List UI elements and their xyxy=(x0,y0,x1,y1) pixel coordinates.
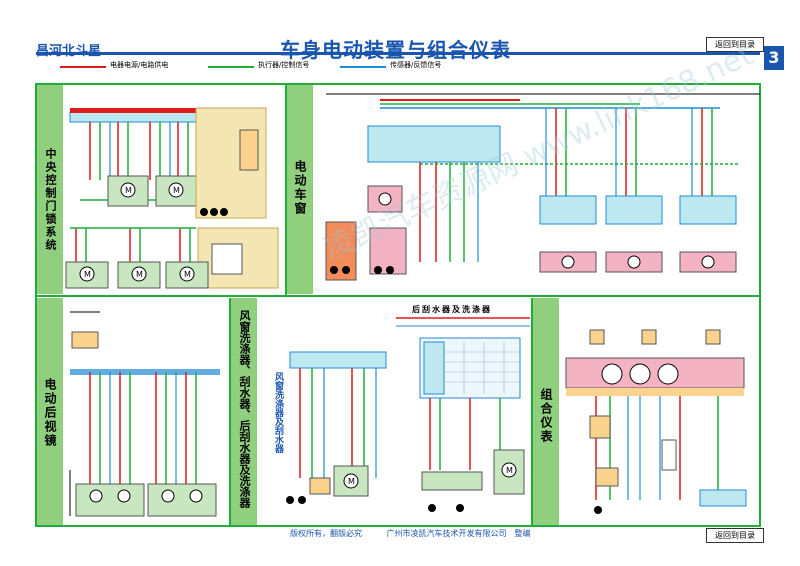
section-label-door-lock: 中央控制门锁系统 xyxy=(44,148,57,252)
section-label-rear-wiper: 后刮水器及洗涤器 xyxy=(412,305,492,314)
section-label-wiper: 风窗洗涤器、刮水器、后刮水器及洗涤器 xyxy=(238,310,251,508)
power-window-side-panel xyxy=(286,84,313,294)
copyright-notice: 版权所有，翻版必究 xyxy=(290,529,362,538)
section-label-mirror: 电动后视镜 xyxy=(43,378,57,448)
section-label-power-window: 电动车窗 xyxy=(293,160,307,216)
door-lock-side-panel xyxy=(36,84,63,294)
legend-label-sensor: 传感器/反馈信号 xyxy=(390,61,442,69)
legend-line-sensor xyxy=(340,66,386,68)
svg-text:M: M xyxy=(506,466,513,475)
legend-label-control: 执行器/控制信号 xyxy=(258,61,310,69)
section-label-cluster: 组合仪表 xyxy=(539,388,553,444)
power-window-circuit xyxy=(325,93,760,281)
back-to-toc-button-bottom[interactable]: 返回到目录 xyxy=(706,528,764,543)
svg-text:M: M xyxy=(348,477,355,486)
cluster-circuit xyxy=(565,329,747,514)
legend-line-control xyxy=(208,66,254,68)
page-title: 车身电动装置与组合仪表 xyxy=(280,38,511,62)
svg-text:M: M xyxy=(184,270,191,279)
svg-text:M: M xyxy=(136,270,143,279)
svg-text:M: M xyxy=(173,186,180,195)
wiper-circuit: M M xyxy=(286,317,530,512)
brand-title: 昌河北斗星 xyxy=(36,40,101,59)
page-number-tab: 3 xyxy=(764,46,784,70)
wire-legend: 电器电源/电路供电 执行器/控制信号 传感器/反馈信号 xyxy=(60,60,480,74)
svg-text:M: M xyxy=(84,270,91,279)
svg-text:M: M xyxy=(125,186,132,195)
section-label-wiper-inner: 风窗洗涤器及刮水器 xyxy=(273,372,283,453)
back-to-toc-button[interactable]: 返回到目录 xyxy=(706,37,764,52)
company-credit: 广州市凌凯汽车技术开发有限公司 整编 xyxy=(386,529,531,538)
legend-label-power: 电器电源/电路供电 xyxy=(110,61,169,69)
legend-line-power xyxy=(60,66,106,68)
footer: 版权所有，翻版必究 广州市凌凯汽车技术开发有限公司 整编 xyxy=(290,528,553,539)
wiper-side-panel xyxy=(230,298,257,526)
header-divider xyxy=(36,52,760,55)
mirror-circuit xyxy=(69,311,220,517)
mirror-side-panel xyxy=(36,298,63,526)
cluster-side-panel xyxy=(532,298,559,526)
door-lock-circuit: M M M M M xyxy=(65,107,279,289)
